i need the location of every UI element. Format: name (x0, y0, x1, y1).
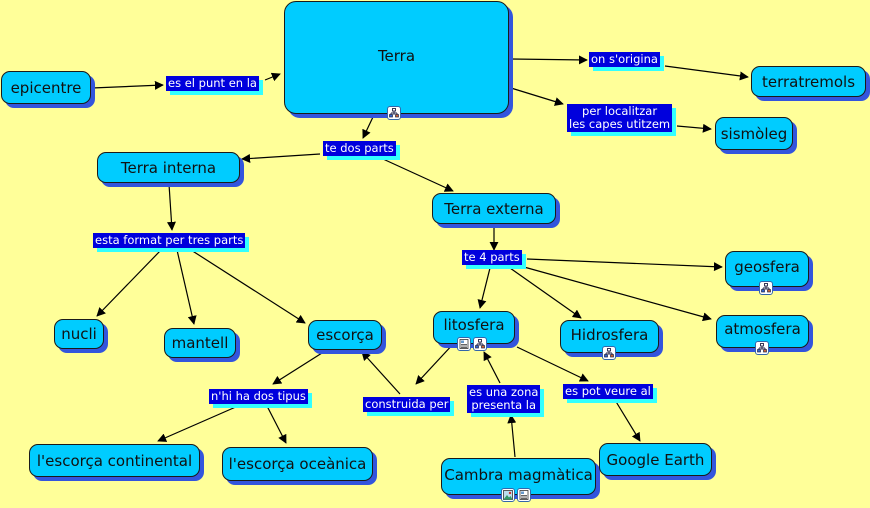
edge-espotveure-google (614, 399, 641, 442)
concept-escorca[interactable]: escorça (308, 320, 382, 350)
link-es-el-punt[interactable]: es el punt en la (166, 76, 259, 91)
edge-te4parts-geosfera (526, 258, 723, 272)
concept-label: epicentre (10, 78, 82, 97)
concept-label: Cambra magmàtica (444, 466, 593, 484)
concept-sismoleg[interactable]: sismòleg (715, 117, 793, 150)
concept-label: litosfera (443, 316, 505, 334)
edge-construida-escorca (361, 351, 401, 395)
edge-te4parts-litosfera (477, 267, 491, 309)
link-label: construida per (365, 397, 449, 411)
link-label: n'hi ha dos tipus (211, 389, 306, 403)
concept-label: nucli (61, 325, 97, 343)
concept-atmosfera[interactable]: atmosfera (716, 315, 809, 348)
link-construida-per[interactable]: construida per (363, 397, 451, 412)
edge-estaformat-nucli (96, 249, 162, 317)
concept-label: atmosfera (724, 320, 801, 338)
edge-cambra-esunazona (507, 414, 517, 458)
submap-icon[interactable] (473, 337, 487, 351)
link-label: es pot veure al (565, 384, 651, 398)
edge-te4parts-hidrosfera (509, 267, 582, 319)
link-nhi-ha-dos-tipus[interactable]: n'hi ha dos tipus (209, 389, 308, 404)
concept-epicentre[interactable]: epicentre (1, 71, 91, 104)
link-te-4-parts[interactable]: te 4 parts (462, 250, 522, 265)
link-on-sorigina[interactable]: on s'origina (589, 52, 660, 67)
link-es-pot-veure[interactable]: es pot veure al (563, 384, 653, 399)
link-label-line1: es una zona (469, 385, 539, 399)
link-label: esta format per tres parts (95, 233, 244, 247)
concept-label: escorça (316, 326, 374, 344)
edge-tedosparts-interna (241, 153, 321, 163)
link-label: te 4 parts (464, 250, 520, 264)
concept-label: mantell (171, 334, 229, 352)
edge-terra-tedosparts (362, 116, 374, 139)
concept-label: Terra interna (120, 158, 217, 177)
concept-label: Terra externa (444, 199, 544, 218)
document-icon[interactable] (457, 337, 471, 351)
submap-icon[interactable] (602, 346, 616, 360)
submap-icon[interactable] (759, 281, 773, 295)
edge-esunazona-litosfera (483, 351, 501, 384)
link-es-una-zona[interactable]: es una zona presenta la (467, 385, 541, 413)
document-icon[interactable] (517, 488, 531, 502)
concept-label: sismòleg (720, 124, 788, 143)
concept-label: Terra (377, 46, 416, 65)
image-icon[interactable] (501, 488, 515, 502)
concept-terra-externa[interactable]: Terra externa (432, 193, 556, 224)
concept-label: terratremols (761, 72, 856, 91)
concept-mantell[interactable]: mantell (164, 328, 236, 358)
edge-link-terra (264, 72, 281, 82)
edge-te4parts-atmosfera (523, 266, 712, 322)
concept-label: Google Earth (606, 450, 705, 469)
concept-nucli[interactable]: nucli (54, 319, 104, 349)
edge-litosfera-construida (415, 341, 456, 385)
link-per-localitzar[interactable]: per localitzar les capes utitzem (567, 104, 673, 132)
link-label: es el punt en la (168, 76, 257, 90)
concept-label: l'escorça oceànica (228, 455, 367, 473)
edge-epicentre-link (91, 80, 164, 90)
link-label-line2: les capes utitzem (569, 117, 671, 131)
link-te-dos-parts[interactable]: te dos parts (323, 141, 396, 156)
link-label: te dos parts (325, 141, 394, 155)
edge-onsorigina-terratremols (664, 65, 749, 81)
concept-label: geosfera (734, 258, 800, 276)
link-label-line2: presenta la (471, 398, 537, 412)
concept-label: l'escorça continental (36, 451, 193, 470)
edge-tedosparts-externa (382, 158, 454, 192)
submap-icon[interactable] (387, 106, 401, 120)
concept-escorca-continental[interactable]: l'escorça continental (29, 444, 200, 477)
edge-escorca-nhiha (272, 352, 323, 385)
link-label-line1: per localitzar (582, 104, 658, 118)
submap-icon[interactable] (755, 341, 769, 355)
concept-terra[interactable]: Terra (284, 1, 509, 114)
edge-terra-perlocalitzar (510, 87, 564, 106)
concept-escorca-oceanica[interactable]: l'escorça oceànica (222, 447, 373, 481)
edge-interna-estaformat (166, 183, 176, 231)
edge-terra-onsorigina (510, 55, 588, 65)
edge-litosfera-espotveure (516, 346, 589, 382)
edge-nhiha-continental (157, 405, 239, 442)
edge-estaformat-mantell (176, 249, 197, 325)
link-label: on s'origina (591, 52, 658, 66)
edge-perlocalitzar-sismoleg (676, 123, 712, 133)
concept-terratremols[interactable]: terratremols (751, 66, 866, 97)
concept-google-earth[interactable]: Google Earth (599, 443, 712, 476)
edge-estaformat-escorca (190, 249, 306, 324)
edge-nhiha-oceanica (266, 405, 287, 444)
link-esta-format[interactable]: esta format per tres parts (93, 233, 246, 248)
concept-label: Hidrosfera (570, 326, 649, 344)
concept-terra-interna[interactable]: Terra interna (97, 152, 240, 183)
